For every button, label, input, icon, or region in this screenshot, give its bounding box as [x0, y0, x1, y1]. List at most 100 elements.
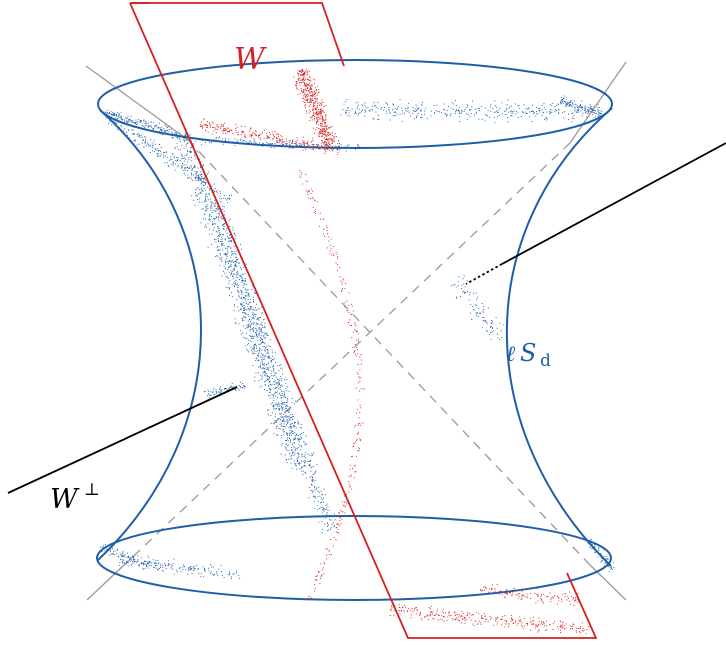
- stipple-dot: [239, 303, 242, 305]
- stipple-dot: [278, 387, 280, 389]
- stipple-dot: [283, 428, 285, 430]
- stipple-dot: [266, 375, 268, 377]
- stipple-dot: [591, 111, 593, 113]
- stipple-dot: [262, 327, 264, 329]
- stipple-dot: [121, 554, 123, 556]
- stipple-dot: [323, 143, 325, 145]
- stipple-dot: [285, 382, 287, 384]
- stipple-dot: [304, 442, 306, 444]
- stipple-dot: [309, 465, 311, 467]
- stipple-dot: [300, 70, 302, 72]
- stipple-dot: [116, 549, 118, 551]
- stipple-dot: [233, 233, 235, 235]
- stipple-dot: [198, 201, 200, 203]
- stipple-dot: [277, 385, 279, 387]
- stipple-dot: [158, 126, 160, 128]
- stipple-dot: [490, 104, 492, 106]
- stipple-dot: [217, 212, 219, 215]
- stipple-dot: [284, 394, 286, 396]
- stipple-dot: [556, 603, 558, 605]
- stipple-dot: [474, 620, 476, 622]
- stipple-dot: [271, 351, 273, 353]
- stipple-dot: [248, 339, 250, 341]
- stipple-dot: [110, 553, 112, 555]
- stipple-dot: [326, 529, 328, 532]
- stipple-dot: [184, 565, 186, 567]
- stipple-dot: [552, 629, 554, 631]
- stipple-dot: [132, 129, 134, 131]
- stipple-dot: [290, 147, 292, 149]
- stipple-dot: [495, 317, 497, 319]
- stipple-dot: [271, 358, 273, 361]
- stipple-dot: [307, 70, 309, 72]
- stipple-dot: [220, 197, 223, 200]
- stipple-dot: [176, 134, 178, 136]
- stipple-dot: [200, 575, 202, 578]
- stipple-dot: [474, 304, 476, 306]
- stipple-dot: [338, 512, 340, 515]
- stipple-dot: [258, 350, 260, 352]
- stipple-dot: [348, 491, 350, 493]
- stipple-dot: [272, 370, 275, 372]
- stipple-dot: [117, 115, 119, 117]
- stipple-dot: [311, 489, 313, 491]
- stipple-dot: [355, 355, 357, 357]
- stipple-dot: [577, 106, 579, 108]
- stipple-dot: [329, 149, 331, 152]
- stipple-dot: [236, 289, 238, 291]
- stipple-dot: [123, 555, 125, 557]
- stipple-dot: [237, 291, 239, 293]
- stipple-dot: [242, 319, 244, 321]
- stipple-dot: [136, 561, 138, 564]
- stipple-dot: [288, 390, 290, 393]
- stipple-dot: [283, 396, 285, 398]
- stipple-dot: [243, 280, 245, 282]
- stipple-dot: [304, 464, 306, 466]
- stipple-dot: [258, 329, 260, 331]
- stipple-dot: [272, 364, 275, 367]
- stipple-dot: [152, 144, 154, 146]
- stipple-dot: [188, 167, 190, 169]
- stipple-dot: [589, 541, 591, 543]
- stipple-dot: [574, 108, 576, 110]
- stipple-dot: [563, 95, 565, 97]
- stipple-dot: [143, 562, 145, 564]
- stipple-dot: [333, 537, 335, 539]
- stipple-dot: [134, 139, 137, 141]
- stipple-dot: [325, 134, 327, 136]
- stipple-dot: [602, 115, 604, 117]
- stipple-dot: [287, 386, 289, 388]
- stipple-dot: [168, 126, 170, 128]
- stipple-dot: [259, 328, 261, 330]
- stipple-dot: [313, 472, 315, 474]
- stipple-dot: [354, 343, 356, 346]
- stipple-dot: [194, 164, 196, 166]
- stipple-dot: [359, 377, 361, 379]
- stipple-dot: [244, 297, 247, 300]
- stipple-dot: [301, 427, 303, 429]
- stipple-dot: [111, 113, 113, 115]
- stipple-dot: [356, 433, 358, 435]
- stipple-dot: [280, 437, 282, 439]
- stipple-dot: [162, 570, 164, 572]
- stipple-dot: [213, 217, 215, 219]
- stipple-dot: [341, 290, 343, 293]
- stipple-dot: [247, 350, 249, 352]
- stipple-dot: [255, 303, 258, 305]
- stipple-dot: [202, 576, 205, 578]
- stipple-dot: [215, 211, 217, 213]
- stipple-dot: [191, 175, 193, 177]
- stipple-dot: [302, 88, 305, 91]
- stipple-dot: [452, 284, 454, 286]
- stipple-dot: [196, 195, 198, 197]
- stipple-dot: [215, 132, 217, 134]
- stipple-dot: [401, 120, 404, 123]
- stipple-dot: [237, 134, 240, 136]
- stipple-dot: [243, 315, 245, 317]
- stipple-dot: [242, 131, 244, 133]
- stipple-dot: [446, 113, 448, 115]
- stipple-dot: [301, 82, 303, 84]
- stipple-dot: [310, 95, 312, 98]
- stipple-dot: [221, 130, 223, 132]
- stipple-dot: [400, 610, 403, 612]
